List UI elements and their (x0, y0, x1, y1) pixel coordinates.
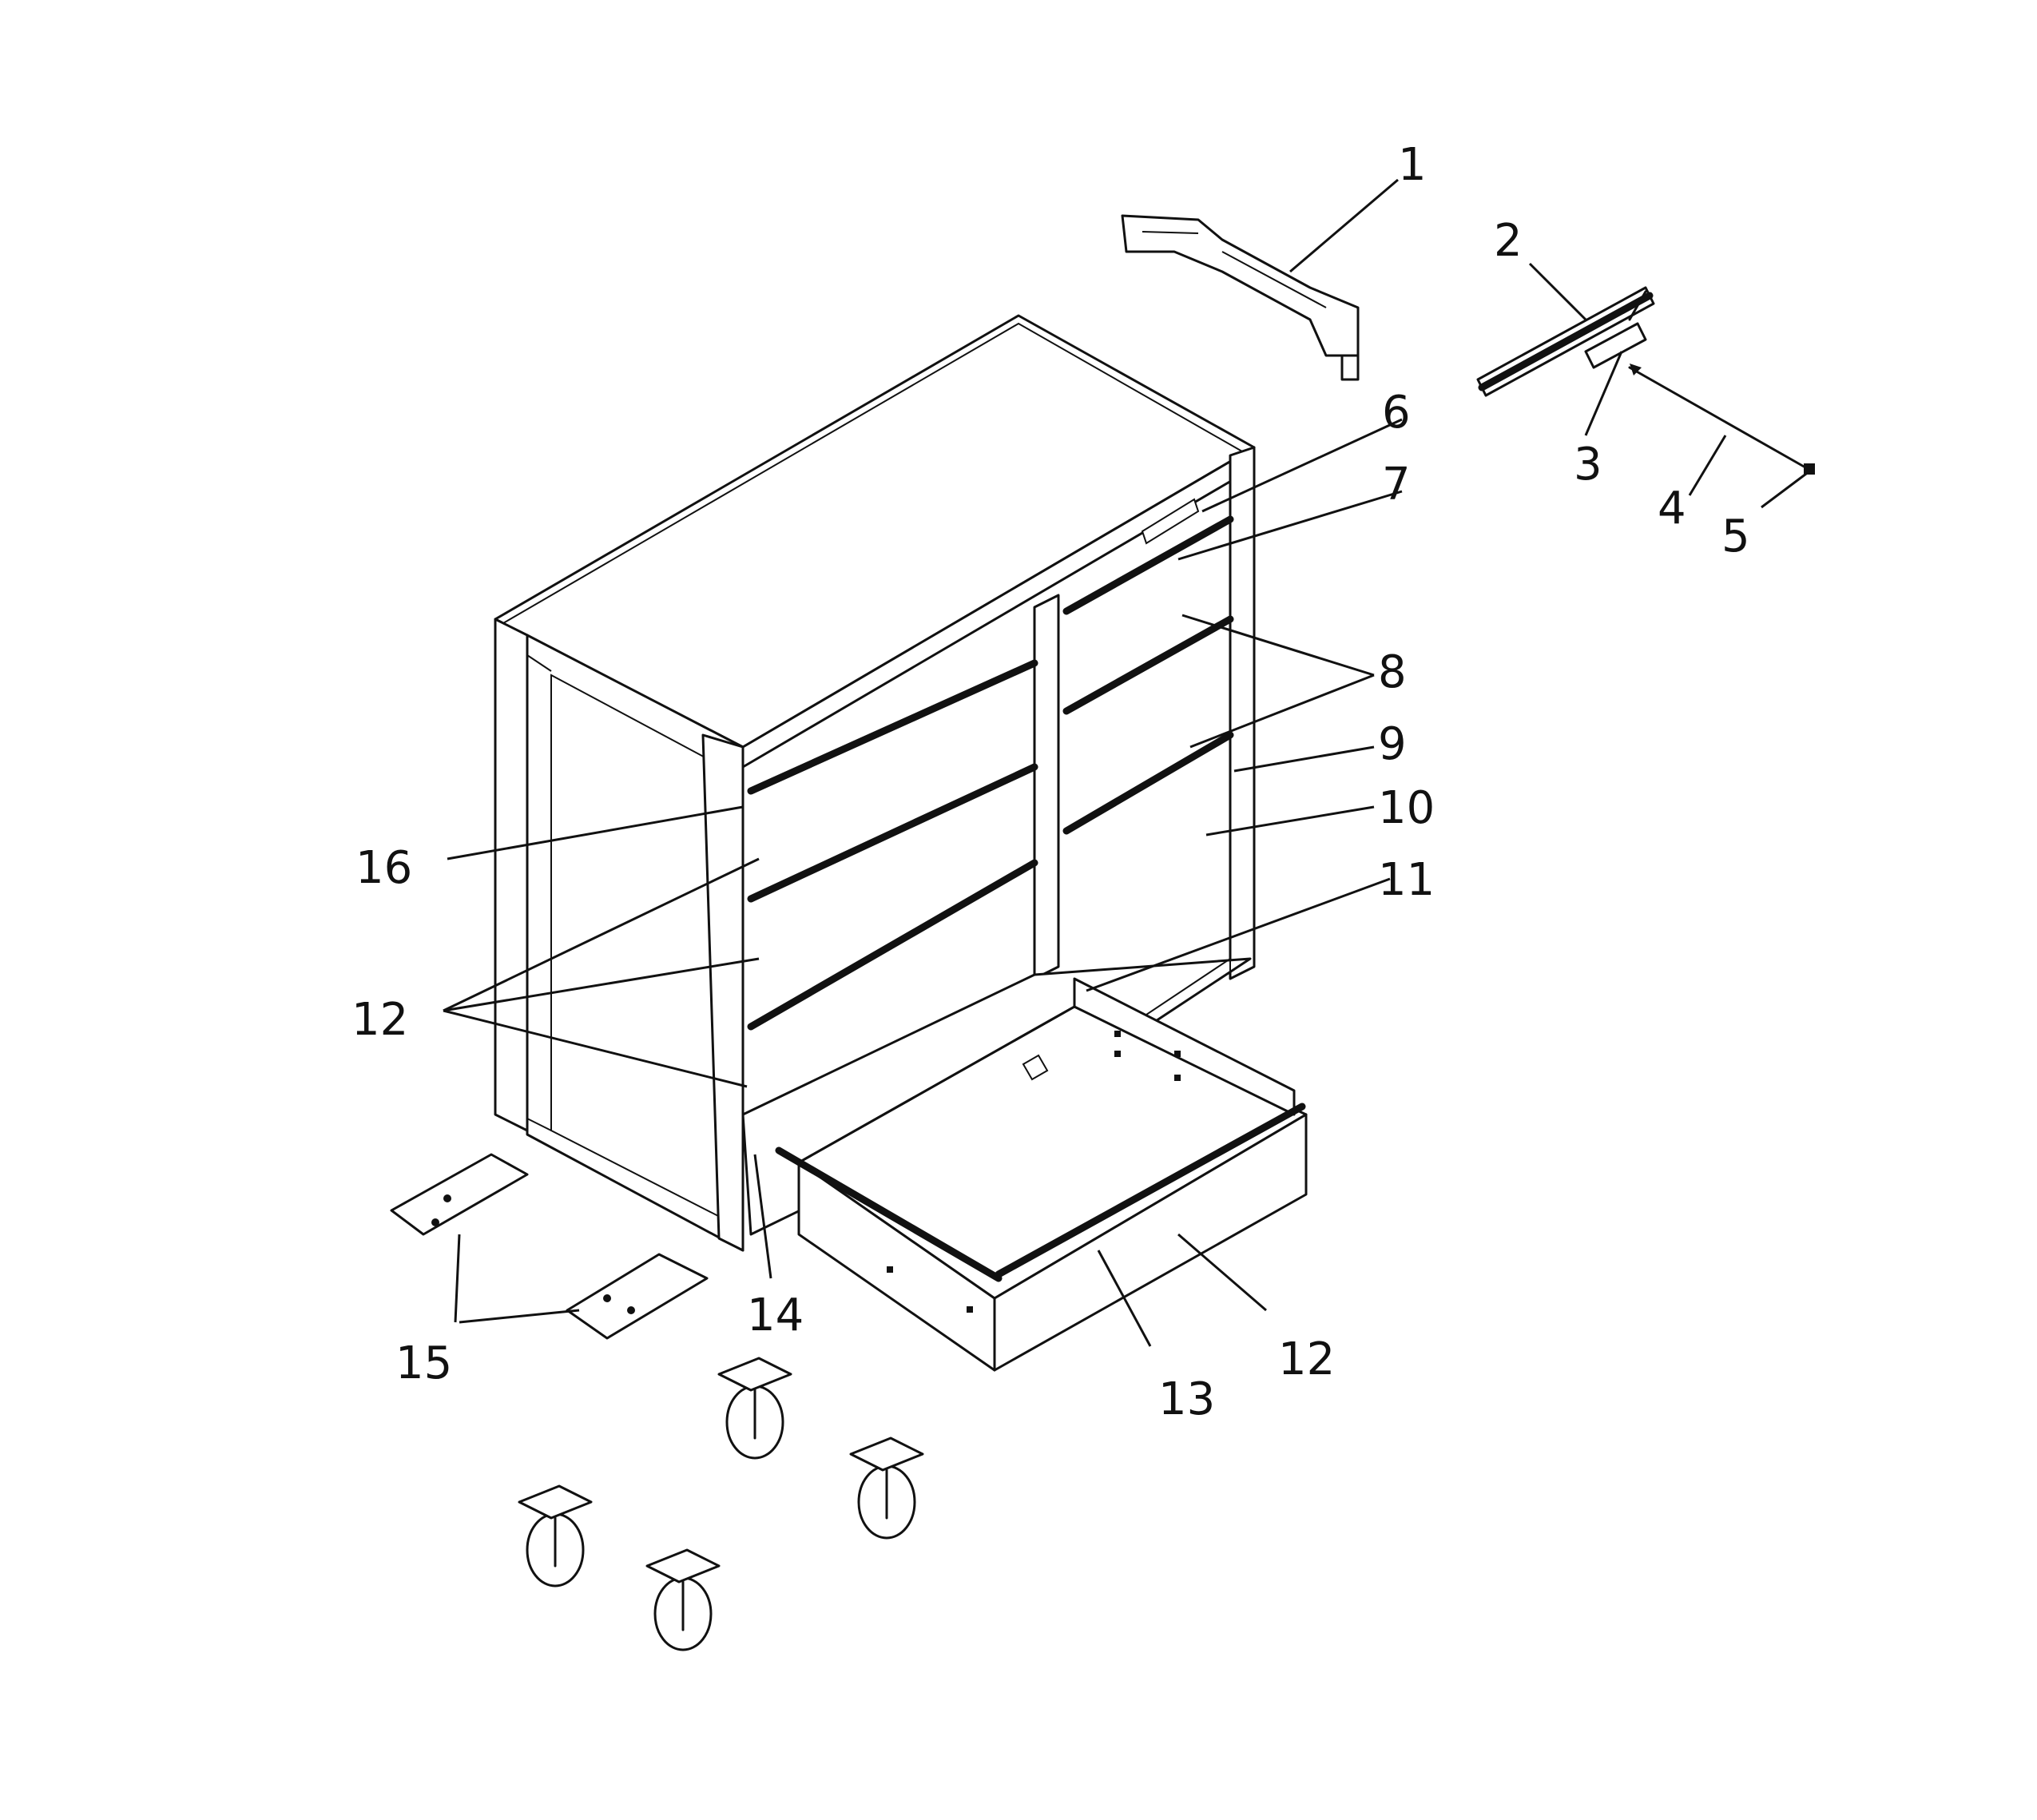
callout-4: 4 (1658, 483, 1686, 534)
callout-11: 11 (1378, 854, 1435, 906)
callout-12-right: 12 (1278, 1333, 1335, 1385)
callout-5: 5 (1721, 511, 1750, 562)
callout-12-left: 12 (351, 994, 408, 1046)
callout-16: 16 (355, 842, 412, 894)
callout-9: 9 (1378, 718, 1407, 770)
caster (518, 1484, 593, 1588)
callout-2: 2 (1494, 215, 1523, 267)
callout-6: 6 (1382, 387, 1411, 439)
callout-10: 10 (1378, 782, 1435, 834)
lock-rod (1628, 364, 1815, 475)
top-bracket (1121, 214, 1360, 381)
callout-1: 1 (1398, 139, 1427, 191)
callout-15: 15 (395, 1337, 452, 1389)
callout-14: 14 (747, 1289, 804, 1341)
drawer (775, 977, 1308, 1372)
caster (645, 1548, 721, 1651)
caster (849, 1437, 924, 1540)
base-plates (390, 1153, 709, 1340)
caster (717, 1357, 792, 1460)
leader-lines (443, 178, 1810, 1347)
callout-7: 7 (1382, 459, 1411, 511)
callout-labels: 1 2 3 4 5 6 7 8 9 10 11 12 12 13 14 15 1… (351, 139, 1750, 1425)
callout-8: 8 (1378, 646, 1407, 698)
drawer-slide (1476, 286, 1655, 397)
callout-13: 13 (1158, 1373, 1215, 1425)
callout-3: 3 (1574, 439, 1602, 491)
